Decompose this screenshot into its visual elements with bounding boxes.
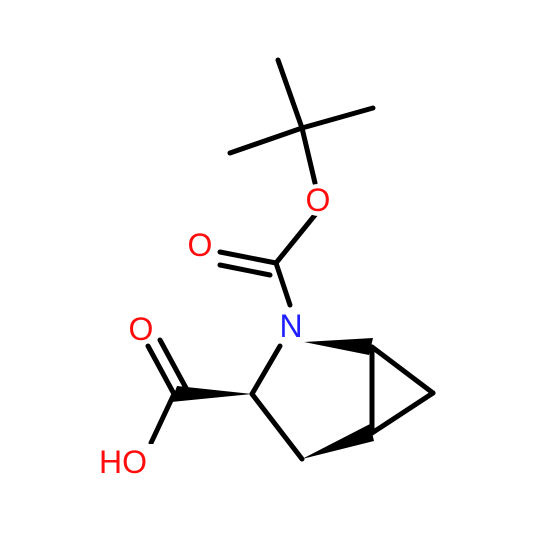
bond-acid-carbonyl-double-2 bbox=[157, 337, 189, 391]
atom-acid-carbonyl-oxygen: O bbox=[125, 311, 157, 347]
bond-ester-oxygen-to-carbonyl bbox=[273, 212, 318, 266]
wedge-bond-c4-to-bridgehead bbox=[302, 424, 374, 459]
atom-label-ring-nitrogen: N bbox=[279, 308, 302, 344]
bond-tbu-methyl-top bbox=[275, 57, 305, 131]
bond-tbu-to-ester-oxygen bbox=[299, 125, 318, 186]
bond-tbu-methyl-right bbox=[299, 105, 376, 131]
bond-boc-carbonyl-double-2 bbox=[217, 262, 273, 278]
bond-acid-carbonyl-double-1 bbox=[145, 343, 177, 397]
atom-label-ester-oxygen: O bbox=[306, 182, 331, 218]
atom-label-boc-carbonyl-oxygen: O bbox=[188, 227, 213, 263]
atom-ring-nitrogen: N bbox=[274, 308, 308, 344]
bond-boc-carbonyl-double-1 bbox=[217, 249, 279, 266]
atom-hydroxyl: HO bbox=[92, 444, 154, 480]
bond-c3-to-c4 bbox=[249, 391, 305, 462]
bond-cyclopropane-bottom bbox=[369, 390, 436, 436]
atom-label-acid-carbonyl-oxygen: O bbox=[129, 311, 154, 347]
wedge-bond-n-to-bridgehead bbox=[304, 338, 373, 355]
atom-ester-oxygen: O bbox=[302, 182, 334, 218]
bond-carbonyl-to-nitrogen bbox=[273, 260, 293, 308]
atom-label-hydroxyl: HO bbox=[99, 444, 147, 480]
bond-tbu-methyl-left bbox=[227, 125, 305, 156]
bond-n-to-c3 bbox=[249, 343, 283, 397]
atom-boc-carbonyl-oxygen: O bbox=[184, 227, 216, 263]
bond-carboxyl-to-hydroxyl bbox=[148, 391, 177, 446]
wedge-bond-c3-to-carboxyl bbox=[171, 386, 252, 402]
bond-cyclopropane-top bbox=[369, 344, 436, 396]
